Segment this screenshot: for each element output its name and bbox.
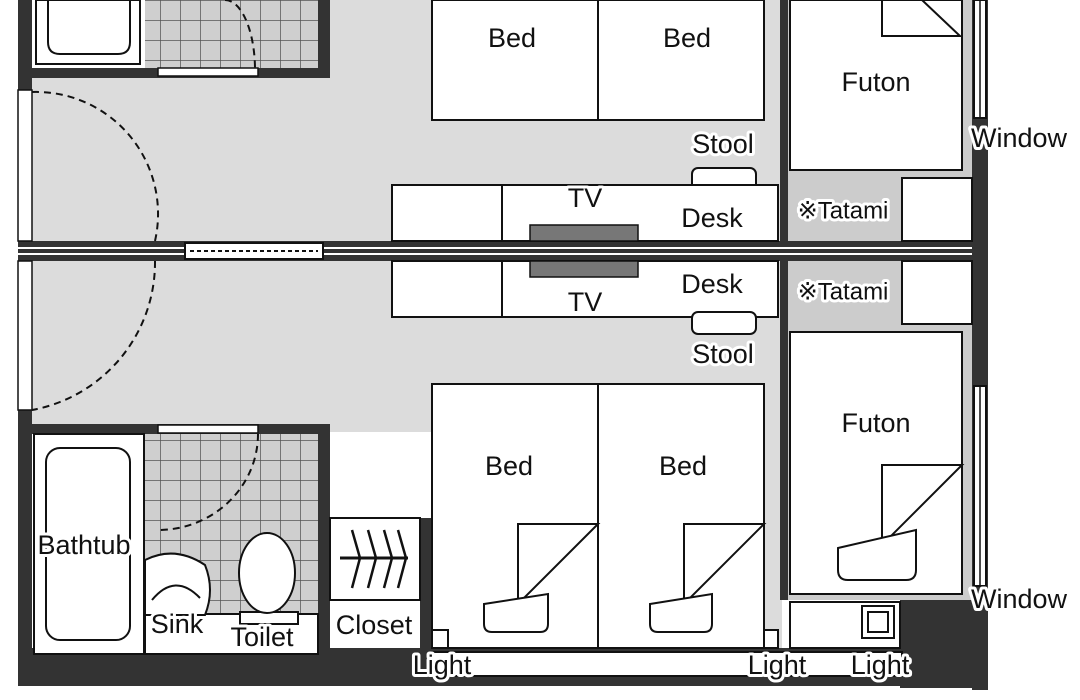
lower-bed-left-fold	[517, 523, 601, 607]
lower-tatami-label: ※Tatami	[798, 278, 889, 305]
left-outer-wall-lower	[18, 410, 32, 685]
lower-futon-fold	[881, 464, 965, 548]
bathtub-label: Bathtub	[37, 530, 130, 560]
upper-bath-door	[157, 67, 259, 77]
upper-futon-fold	[881, 0, 963, 37]
lower-tatami-cabinet	[901, 260, 973, 325]
middle-partition-inner	[18, 249, 988, 253]
lower-bathroom-wall-right	[318, 424, 330, 660]
sink-label: Sink	[151, 609, 204, 639]
lower-window-label: Window	[971, 584, 1068, 614]
lower-entry-door-swing	[31, 260, 157, 411]
lower-bed-right-label: Bed	[659, 451, 707, 481]
upper-bathtub-basin	[47, 0, 131, 55]
tatami-divider-lower	[780, 260, 788, 600]
closet-wall-right	[420, 518, 432, 660]
lower-futon-pillow	[837, 528, 917, 581]
lower-bed-left-label: Bed	[485, 451, 533, 481]
lower-desk-label: Desk	[681, 269, 743, 299]
light-label-middle: Light	[748, 650, 807, 680]
upper-futon	[789, 0, 963, 171]
bottom-walkway	[431, 651, 903, 677]
upper-desk-label: Desk	[681, 203, 743, 233]
lower-futon-label: Futon	[841, 408, 910, 438]
lower-bed-right-pillow	[649, 592, 713, 633]
tatami-divider-upper	[780, 0, 788, 241]
upper-bed-left	[431, 0, 599, 121]
lower-tv-on-desk	[529, 260, 639, 278]
upper-bath-tile-floor	[145, 0, 318, 68]
upper-bathroom-wall-right	[318, 0, 330, 78]
upper-bath-door-swing	[224, 0, 256, 69]
upper-stool-label: Stool	[692, 129, 754, 159]
light-label-left: Light	[413, 650, 472, 680]
lower-bed-right-fold	[683, 523, 767, 607]
lower-stool	[691, 311, 757, 335]
upper-bed-right-label: Bed	[663, 23, 711, 53]
lower-bathtub-basin	[45, 447, 131, 641]
floor-lamp-inner	[867, 611, 889, 633]
toilet-bowl	[238, 532, 296, 614]
light-fixture-left	[431, 629, 449, 649]
closet-label: Closet	[336, 610, 413, 640]
sink-fixture	[144, 552, 211, 616]
bottom-right-storage-wall	[900, 600, 988, 688]
lower-bath-door	[157, 424, 259, 434]
light-label-right: Light	[851, 650, 910, 680]
upper-entry-door-swing	[31, 90, 160, 242]
left-outer-wall	[18, 0, 32, 90]
upper-window-label: Window	[971, 123, 1068, 153]
lower-tv-label: TV	[568, 287, 603, 317]
light-fixture-bed	[763, 629, 779, 649]
upper-tv-label: TV	[568, 183, 603, 213]
upper-bed-left-label: Bed	[488, 23, 536, 53]
upper-bed-right	[597, 0, 765, 121]
upper-tatami-label: ※Tatami	[798, 197, 889, 224]
lower-entry-door-gap	[17, 260, 33, 411]
sink-basin	[151, 584, 201, 601]
lower-bed-left-pillow	[483, 592, 549, 633]
upper-entry-door-gap	[17, 89, 33, 242]
lower-bath-door-swing	[157, 433, 259, 531]
lower-stool-label: Stool	[692, 339, 754, 369]
closet-hangers	[340, 529, 408, 589]
toilet-label: Toilet	[230, 622, 294, 652]
upper-futon-label: Futon	[841, 67, 910, 97]
upper-tv	[529, 224, 639, 242]
upper-tatami-cabinet	[901, 177, 973, 242]
